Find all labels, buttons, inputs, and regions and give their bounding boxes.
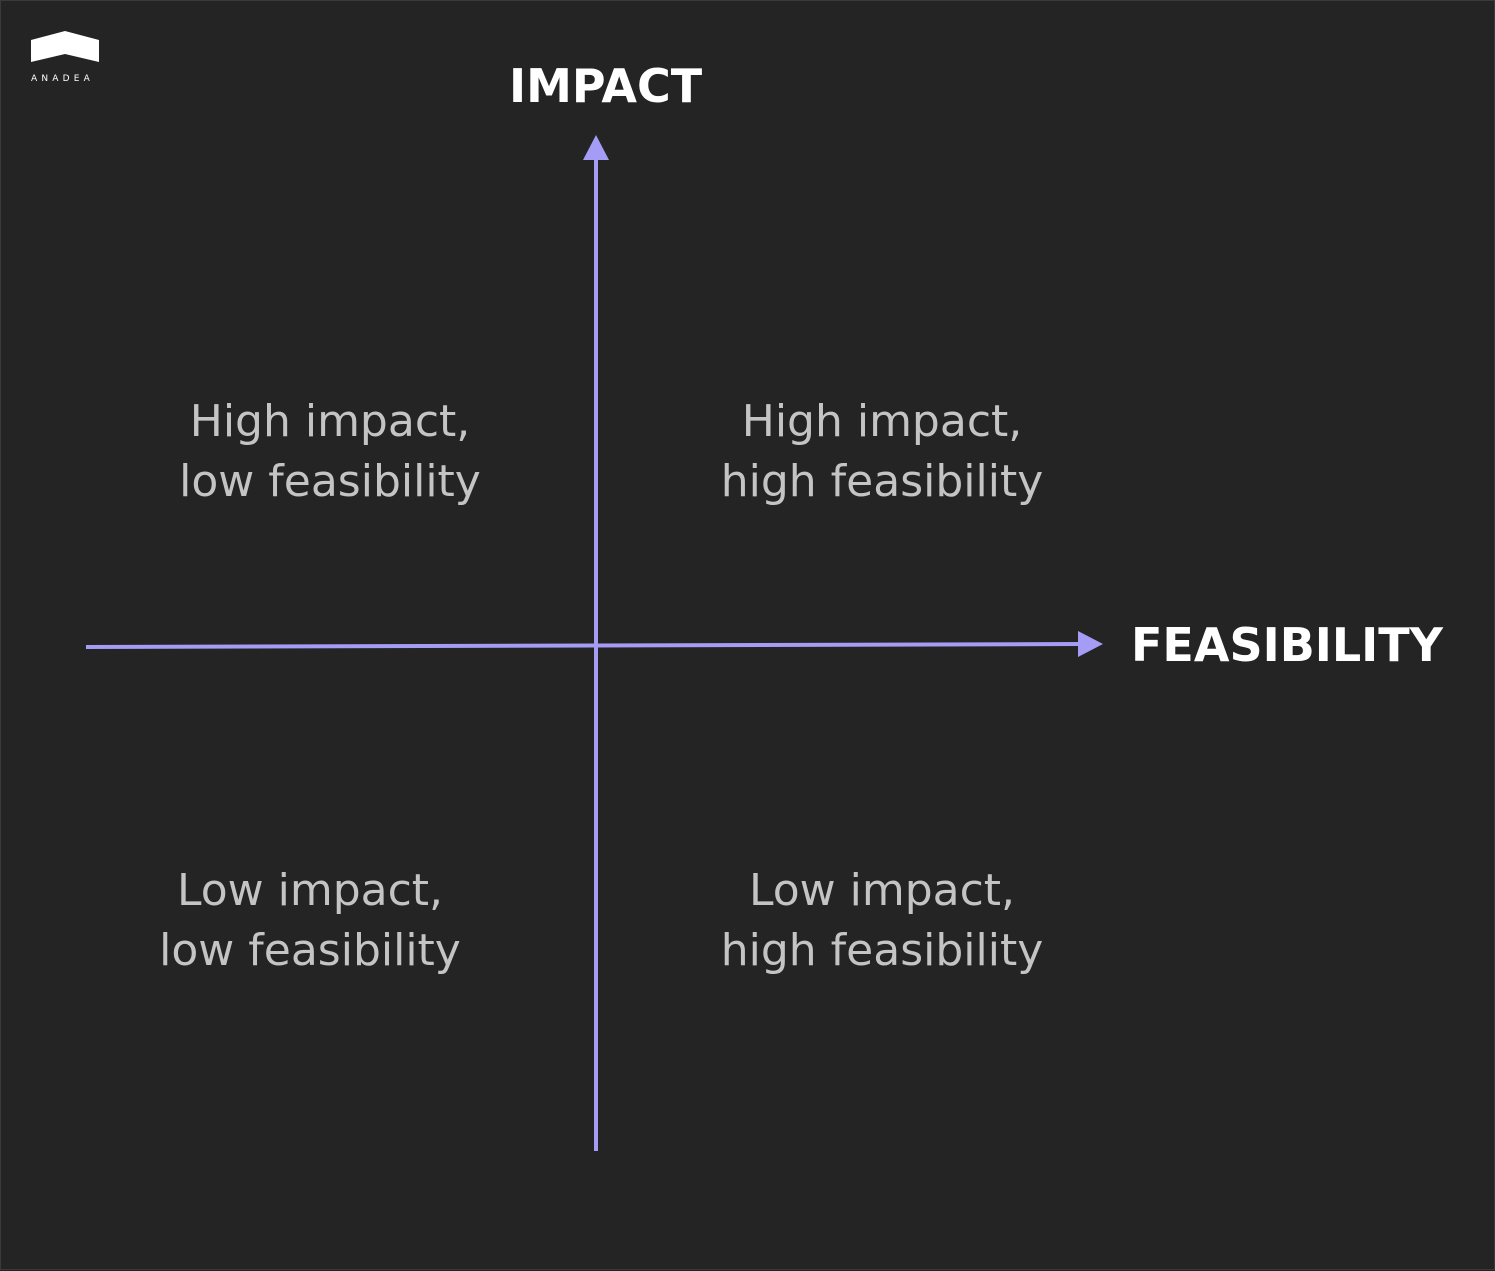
brand-logo: ANADEA xyxy=(31,31,101,87)
feasibility-axis-title: FEASIBILITY xyxy=(1131,618,1443,672)
quadrant-high-impact-low-feasibility: High impact, low feasibility xyxy=(121,392,539,512)
quadrant-line-2: low feasibility xyxy=(159,925,461,976)
quadrant-line-2: high feasibility xyxy=(720,456,1044,507)
quadrant-line-1: High impact, xyxy=(741,396,1023,447)
quadrant-line-2: low feasibility xyxy=(179,456,481,507)
quadrant-line-1: Low impact, xyxy=(176,865,444,916)
impact-axis-arrow-icon xyxy=(583,135,609,160)
quadrant-line-2: high feasibility xyxy=(720,925,1044,976)
quadrant-low-impact-high-feasibility: Low impact, high feasibility xyxy=(673,861,1091,981)
quadrant-line-1: High impact, xyxy=(189,396,471,447)
logo-mark-icon xyxy=(31,31,99,62)
feasibility-axis-line xyxy=(85,642,1082,649)
quadrant-high-impact-high-feasibility: High impact, high feasibility xyxy=(673,392,1091,512)
quadrant-line-1: Low impact, xyxy=(748,865,1016,916)
feasibility-axis-arrow-icon xyxy=(1078,631,1103,657)
impact-axis-title: IMPACT xyxy=(509,59,703,113)
quadrant-low-impact-low-feasibility: Low impact, low feasibility xyxy=(101,861,519,981)
brand-name: ANADEA xyxy=(31,74,95,84)
